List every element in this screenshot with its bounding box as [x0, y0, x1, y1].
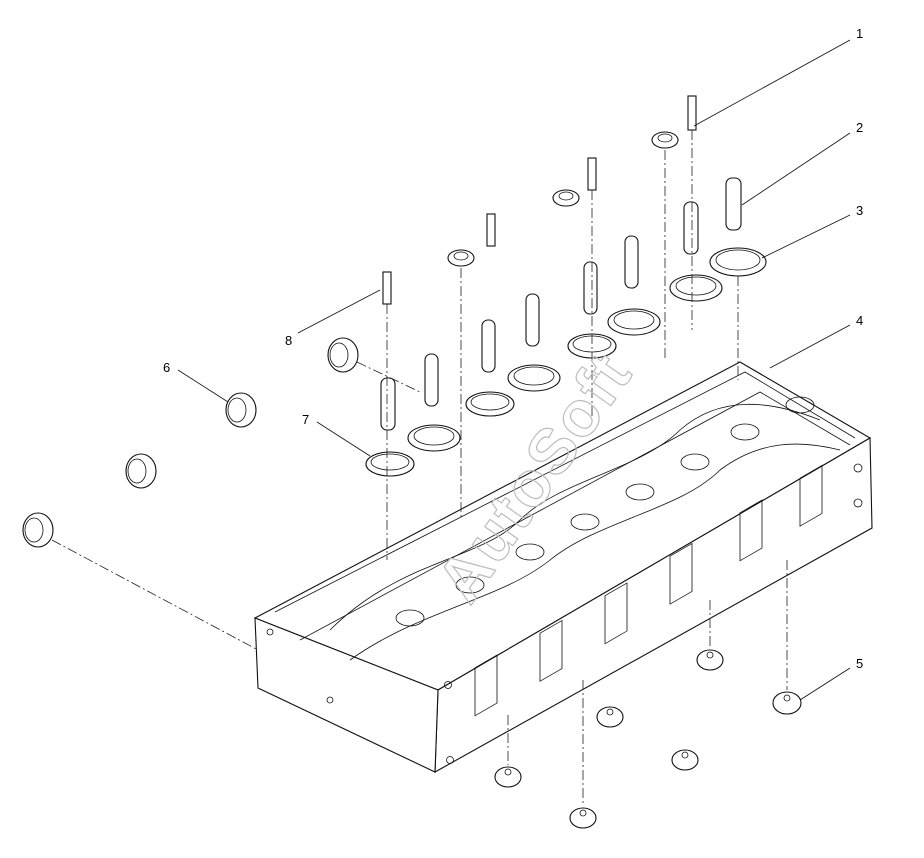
callout-8: 8 — [285, 333, 292, 348]
valve-stem-seals — [447, 131, 679, 267]
valve-seat-rings — [365, 247, 767, 477]
nuts — [494, 649, 802, 829]
assembly-lines — [51, 130, 788, 806]
callout-labels: 1 2 3 4 5 6 7 8 — [163, 26, 863, 671]
valve-stems — [382, 95, 697, 305]
callout-6: 6 — [163, 360, 170, 375]
callout-1: 1 — [856, 26, 863, 41]
callout-5: 5 — [856, 656, 863, 671]
callout-7: 7 — [302, 412, 309, 427]
callout-3: 3 — [856, 203, 863, 218]
valve-guides — [380, 177, 742, 431]
expansion-plugs — [22, 337, 359, 548]
leader-lines — [177, 39, 851, 701]
callout-4: 4 — [856, 313, 863, 328]
callout-2: 2 — [856, 120, 863, 135]
exhaust-ports — [474, 464, 823, 717]
cylinder-head — [253, 361, 873, 773]
